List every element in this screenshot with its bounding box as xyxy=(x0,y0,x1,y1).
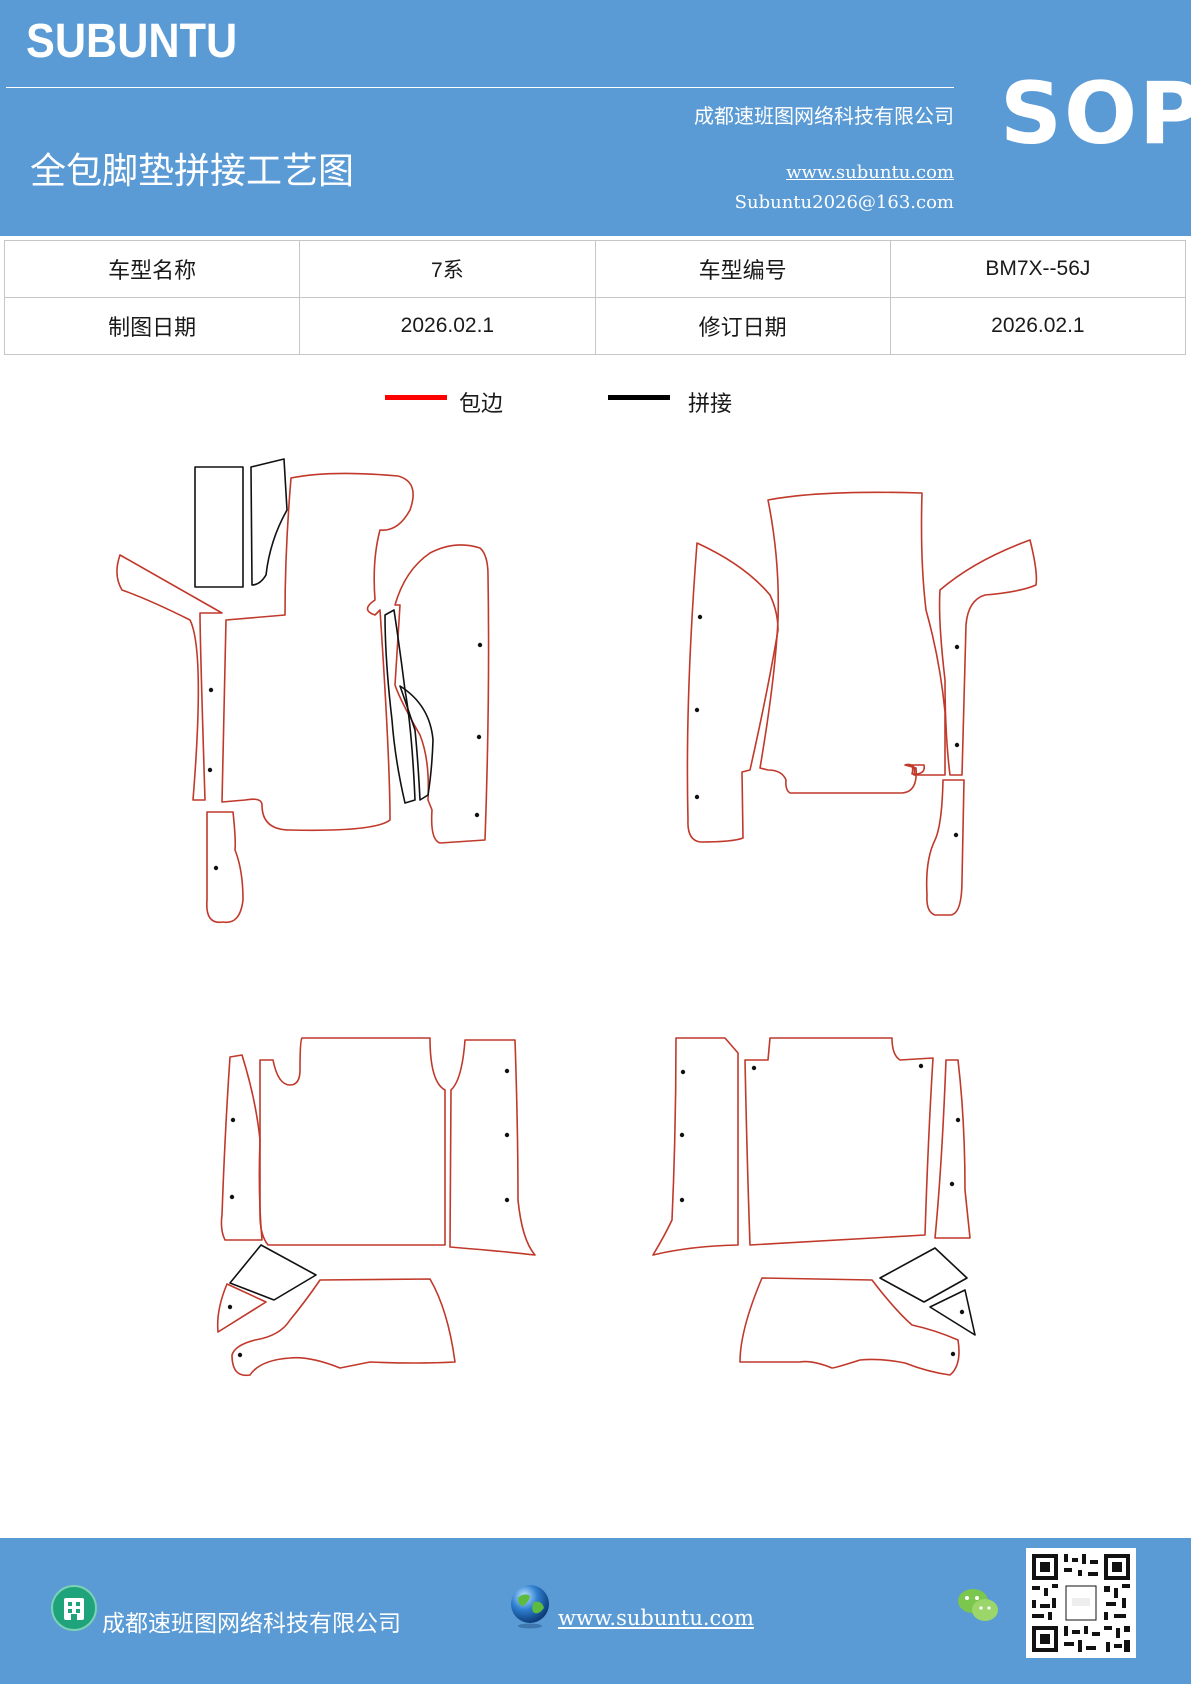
header-banner: SUBUNTU 成都速班图网络科技有限公司 全包脚垫拼接工艺图 www.subu… xyxy=(0,0,1191,236)
mat-piece xyxy=(929,1289,976,1336)
mount-hole xyxy=(679,1197,685,1203)
draw-date-value: 2026.02.1 xyxy=(299,297,596,355)
table-row: 制图日期 2026.02.1 修订日期 2026.02.1 xyxy=(3,297,1187,355)
mount-hole xyxy=(679,1132,685,1138)
mount-hole xyxy=(230,1117,236,1123)
mount-hole xyxy=(474,812,480,818)
footer-bar: 成都速班图网络科技有限公司 www.subuntu.com xyxy=(0,1538,1191,1684)
footer-website-link[interactable]: www.subuntu.com xyxy=(558,1606,754,1630)
mount-hole xyxy=(227,1304,233,1310)
front-right-mat-set xyxy=(686,491,1038,916)
mat-piece xyxy=(744,1037,934,1246)
globe-icon xyxy=(511,1585,549,1629)
mat-piece xyxy=(250,458,288,586)
mount-hole xyxy=(237,1352,243,1358)
mat-piece xyxy=(216,1283,267,1333)
mat-piece xyxy=(399,685,434,801)
rear-right-mat-set xyxy=(652,1037,976,1376)
mount-hole xyxy=(955,1117,961,1123)
model-name-value: 7系 xyxy=(299,240,596,298)
mount-hole xyxy=(504,1132,510,1138)
legend-label: 包边 xyxy=(459,392,504,417)
mount-hole xyxy=(229,1194,235,1200)
model-code-value: BM7X--56J xyxy=(889,240,1187,298)
mat-piece xyxy=(686,542,779,843)
wechat-icon xyxy=(958,1589,998,1621)
mount-hole xyxy=(694,794,700,800)
website-link[interactable]: www.subuntu.com xyxy=(786,162,954,183)
mat-piece xyxy=(934,1059,971,1239)
mat-piece xyxy=(652,1037,739,1256)
draw-date-label: 制图日期 xyxy=(3,297,301,355)
mat-piece xyxy=(739,1277,960,1376)
mount-hole xyxy=(949,1181,955,1187)
legend-label: 拼接 xyxy=(688,392,733,417)
mat-piece xyxy=(221,472,414,832)
company-name: 成都速班图网络科技有限公司 xyxy=(694,104,954,128)
mat-piece xyxy=(759,491,946,794)
mount-hole xyxy=(694,707,700,713)
mount-hole xyxy=(953,832,959,838)
floor-mat-diagram xyxy=(116,458,1038,1377)
rear-left-mat-set xyxy=(216,1037,536,1377)
mat-piece xyxy=(449,1039,536,1256)
mount-hole xyxy=(918,1063,924,1069)
document-title: 全包脚垫拼接工艺图 xyxy=(30,151,355,192)
mat-piece xyxy=(206,811,244,924)
mat-piece xyxy=(194,466,244,588)
mount-hole xyxy=(476,734,482,740)
mat-piece xyxy=(231,1278,456,1377)
mat-piece xyxy=(229,1244,317,1301)
mount-hole xyxy=(208,687,214,693)
model-code-label: 车型编号 xyxy=(594,240,891,298)
sop-badge: SOP xyxy=(1000,64,1191,164)
mat-piece xyxy=(116,554,223,801)
model-name-label: 车型名称 xyxy=(3,240,301,298)
mat-piece xyxy=(879,1247,968,1303)
mat-piece xyxy=(925,779,965,916)
building-icon xyxy=(51,1585,97,1631)
qr-code[interactable] xyxy=(1026,1548,1136,1658)
mount-hole xyxy=(950,1351,956,1357)
mount-hole xyxy=(213,865,219,871)
mat-piece xyxy=(938,539,1038,776)
mount-hole xyxy=(959,1309,965,1315)
mount-hole xyxy=(680,1069,686,1075)
front-left-mat-set xyxy=(116,458,490,924)
revision-date-value: 2026.02.1 xyxy=(889,297,1187,355)
mount-hole xyxy=(954,644,960,650)
header-divider xyxy=(6,87,954,88)
mount-hole xyxy=(504,1068,510,1074)
mount-hole xyxy=(207,767,213,773)
mount-hole xyxy=(477,642,483,648)
mat-piece xyxy=(220,1054,263,1241)
mount-hole xyxy=(697,614,703,620)
brand-logo: SUBUNTU xyxy=(26,15,238,68)
email-address: Subuntu2026@163.com xyxy=(734,192,954,213)
revision-date-label: 修订日期 xyxy=(594,297,891,355)
mount-hole xyxy=(751,1065,757,1071)
mount-hole xyxy=(954,742,960,748)
mat-piece xyxy=(394,544,490,844)
legend-swatch-red xyxy=(385,395,447,400)
mount-hole xyxy=(504,1197,510,1203)
footer-company-name: 成都速班图网络科技有限公司 xyxy=(102,1611,401,1637)
mat-piece xyxy=(384,609,416,804)
mat-piece xyxy=(259,1037,446,1246)
info-table: 车型名称 7系 车型编号 BM7X--56J 制图日期 2026.02.1 修订… xyxy=(3,240,1187,355)
table-row: 车型名称 7系 车型编号 BM7X--56J xyxy=(3,240,1187,298)
legend-swatch-black xyxy=(608,395,670,400)
